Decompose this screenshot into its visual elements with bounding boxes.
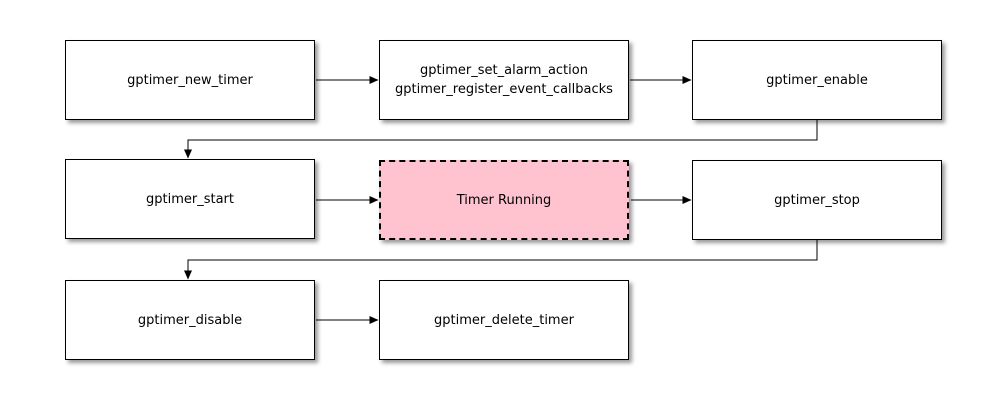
node-gptimer-stop: gptimer_stop — [692, 160, 942, 240]
node-label: gptimer_disable — [137, 312, 243, 328]
node-label: gptimer_new_timer — [127, 72, 253, 88]
node-gptimer-disable: gptimer_disable — [65, 280, 315, 360]
node-timer-running: Timer Running — [379, 160, 629, 240]
connector-stop-to-disable — [184, 240, 818, 280]
node-label: gptimer_enable — [766, 72, 868, 88]
node-label: gptimer_delete_timer — [434, 312, 574, 328]
node-label-line2: gptimer_register_event_callbacks — [395, 82, 613, 97]
node-gptimer-new-timer: gptimer_new_timer — [65, 40, 315, 120]
connector-enable-to-start — [184, 120, 818, 159]
node-label: gptimer_start — [146, 191, 234, 207]
node-gptimer-enable: gptimer_enable — [692, 40, 942, 120]
node-label: Timer Running — [456, 192, 552, 208]
node-gptimer-delete-timer: gptimer_delete_timer — [379, 280, 629, 360]
node-gptimer-start: gptimer_start — [65, 159, 315, 239]
node-label: gptimer_stop — [774, 192, 860, 208]
node-label-line1: gptimer_set_alarm_action — [420, 63, 588, 78]
node-gptimer-config: gptimer_set_alarm_action gptimer_registe… — [379, 40, 629, 120]
